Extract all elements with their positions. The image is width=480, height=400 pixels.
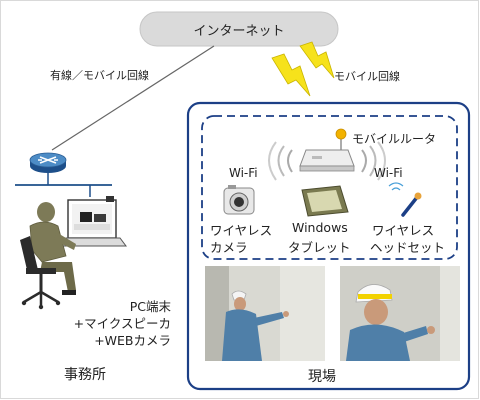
internet-cloud xyxy=(139,11,339,47)
office-label: 事務所 xyxy=(64,367,106,383)
wired-line xyxy=(51,45,215,151)
wifi-right-label: Wi-Fi xyxy=(374,166,403,180)
lightning-icon xyxy=(271,41,335,97)
router-label: モバイルルータ xyxy=(352,132,437,146)
mobile-link-label: モバイル回線 xyxy=(334,70,400,83)
headset-label-line2: ヘッドセット xyxy=(370,240,446,255)
wifi-left-label: Wi-Fi xyxy=(229,166,258,180)
site-label: 現場 xyxy=(308,369,336,385)
mobile-router-icon xyxy=(268,128,386,181)
site-photo-right xyxy=(340,266,460,361)
router-hub-icon xyxy=(29,152,67,173)
pc-label-line1: PC端末 xyxy=(129,299,171,314)
site-photo-left xyxy=(205,266,325,361)
camera-label-line2: カメラ xyxy=(210,240,248,255)
tablet-icon xyxy=(301,185,349,217)
headset-label-line1: ワイヤレス xyxy=(372,223,435,238)
camera-label-line1: ワイヤレス xyxy=(210,223,273,238)
pc-label-line2: +マイクスピーカ xyxy=(73,316,171,331)
wifi-zone xyxy=(201,115,458,260)
wired-link-label: 有線／モバイル回線 xyxy=(50,69,149,82)
desk-computer-icon xyxy=(59,196,127,247)
internet-label: インターネット xyxy=(193,24,285,39)
pc-label-line3: +WEBカメラ xyxy=(94,333,171,348)
tablet-label-line1: Windows xyxy=(292,220,348,235)
camera-icon xyxy=(223,185,255,215)
tablet-label-line2: タブレット xyxy=(288,240,351,255)
headset-icon xyxy=(388,182,422,217)
office-chair-icon xyxy=(20,236,61,310)
